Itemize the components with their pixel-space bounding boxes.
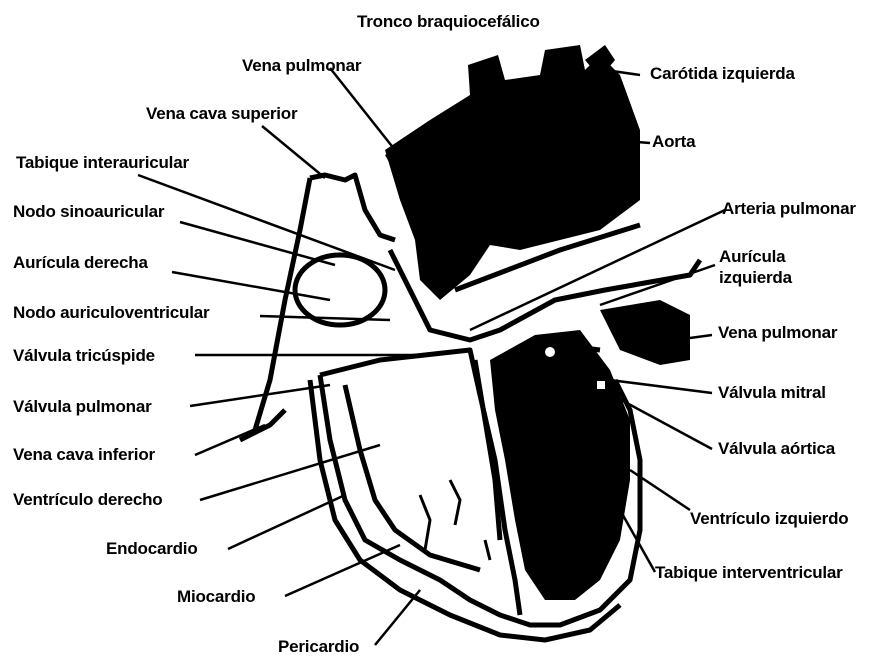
pulmonary-vein-right [600, 300, 690, 365]
label-valvula-tricuspide: Válvula tricúspide [13, 346, 155, 366]
label-tronco-braquiocefalico: Tronco braquiocefálico [357, 12, 540, 32]
label-auricula-izquierda: Aurícula izquierda [719, 246, 792, 288]
chordae-tendineae [420, 480, 490, 560]
label-tabique-interauricular: Tabique interauricular [16, 153, 189, 173]
label-valvula-aortica: Válvula aórtica [718, 439, 835, 459]
label-miocardio: Miocardio [177, 587, 256, 607]
label-nodo-sinoauricular: Nodo sinoauricular [13, 202, 164, 222]
label-valvula-mitral: Válvula mitral [718, 383, 826, 403]
label-valvula-pulmonar: Válvula pulmonar [13, 397, 152, 417]
label-arteria-pulmonar: Arteria pulmonar [722, 199, 856, 219]
label-pericardio: Pericardio [278, 637, 359, 657]
label-nodo-auriculoventricular: Nodo auriculoventricular [13, 303, 209, 323]
label-ventriculo-izquierdo: Ventrículo izquierdo [690, 509, 848, 529]
label-carotida-izquierda: Carótida izquierda [650, 64, 795, 84]
label-vena-pulmonar-top: Vena pulmonar [242, 56, 361, 76]
label-endocardio: Endocardio [106, 539, 198, 559]
label-vena-cava-superior: Vena cava superior [146, 104, 297, 124]
label-tabique-interventricular: Tabique interventricular [655, 563, 843, 583]
label-aorta: Aorta [652, 132, 695, 152]
label-auricula-derecha: Aurícula derecha [13, 253, 148, 273]
great-vessels [385, 45, 640, 300]
label-vena-cava-inferior: Vena cava inferior [13, 445, 155, 465]
label-vena-pulmonar-right: Vena pulmonar [718, 323, 837, 343]
label-ventriculo-derecho: Ventrículo derecho [13, 490, 162, 510]
